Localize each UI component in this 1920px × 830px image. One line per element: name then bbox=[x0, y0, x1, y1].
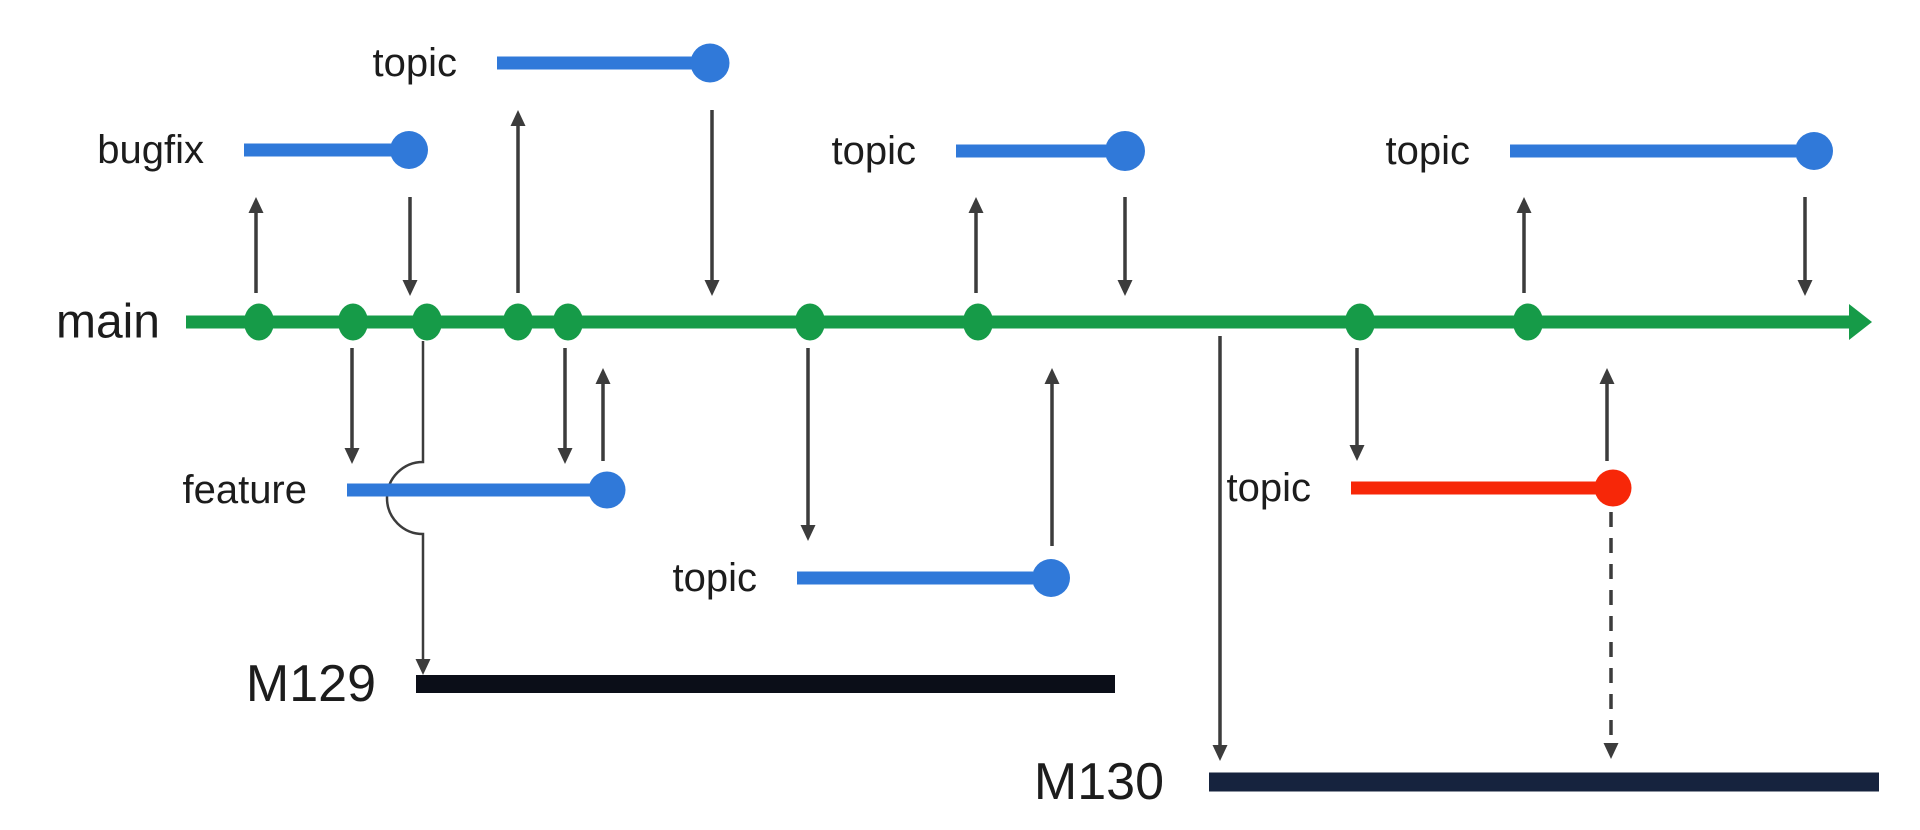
branch-line-bugfix bbox=[244, 143, 392, 157]
flow-arrow-merge-bugfix bbox=[402, 197, 418, 296]
commit-dot-1 bbox=[244, 303, 274, 341]
arrow-down-head bbox=[1212, 745, 1228, 761]
branch-head-commit-bugfix bbox=[390, 131, 428, 169]
branch-line-feature bbox=[347, 483, 590, 497]
flow-arrow-port-topic-5-m130 bbox=[1603, 512, 1619, 759]
arrow-down-head bbox=[1117, 280, 1133, 296]
commit-dot-5 bbox=[553, 303, 583, 341]
branch-line-topic-4 bbox=[797, 571, 1033, 585]
arrow-up-head bbox=[510, 110, 526, 126]
branch-label-topic-2: topic bbox=[832, 129, 917, 173]
flow-arrow-merge-topic-5 bbox=[1599, 368, 1615, 461]
branch-topic-2: topic bbox=[832, 129, 1145, 173]
arrow-down-head bbox=[800, 525, 816, 541]
branch-label-feature: feature bbox=[182, 468, 307, 512]
flow-arrow-branch-out-feature bbox=[344, 348, 360, 464]
branch-head-commit-topic-1 bbox=[690, 43, 730, 83]
branch-line-topic-1 bbox=[497, 56, 692, 70]
commit-dot-6 bbox=[795, 303, 825, 341]
arrow-down-head bbox=[704, 280, 720, 296]
branch-topic-4: topic bbox=[673, 556, 1070, 600]
branch-label-topic-1: topic bbox=[373, 41, 458, 85]
arrow-down-head bbox=[1349, 445, 1365, 461]
branch-topic-1: topic bbox=[373, 41, 730, 85]
branch-head-commit-topic-4 bbox=[1032, 559, 1070, 597]
branch-topic-3: topic bbox=[1386, 129, 1833, 173]
milestone-m130: M130 bbox=[1034, 753, 1879, 811]
branch-label-topic-4: topic bbox=[673, 556, 758, 600]
main-branch-line bbox=[186, 315, 1853, 329]
flow-arrow-branch-out-topic-5 bbox=[1349, 348, 1365, 461]
flow-arrow-branch-out-topic-3 bbox=[1516, 197, 1532, 293]
branch-head-commit-topic-2 bbox=[1105, 131, 1145, 171]
arrow-up-head bbox=[595, 368, 611, 384]
arrow-up-head bbox=[968, 197, 984, 213]
arrow-down-head bbox=[1797, 280, 1813, 296]
commit-dot-3 bbox=[412, 303, 442, 341]
branch-label-bugfix: bugfix bbox=[97, 128, 204, 172]
arrow-up-head bbox=[248, 197, 264, 213]
flow-arrow-release-m130 bbox=[1212, 336, 1228, 761]
arrow-down-head bbox=[557, 448, 573, 464]
arrow-down-head bbox=[344, 448, 360, 464]
flow-arrow-merge-feature bbox=[595, 368, 611, 461]
arrow-down-head bbox=[402, 280, 418, 296]
branch-label-topic-3: topic bbox=[1386, 129, 1471, 173]
branch-line-topic-2 bbox=[956, 144, 1106, 158]
branch-head-commit-topic-3 bbox=[1795, 132, 1833, 170]
flow-arrow-release-m129 bbox=[385, 341, 431, 675]
branch-feature: feature bbox=[182, 468, 626, 512]
commit-dot-2 bbox=[338, 303, 368, 341]
milestone-m129: M129 bbox=[246, 655, 1115, 713]
main-branch-label: main bbox=[56, 296, 160, 349]
branch-line-topic-3 bbox=[1510, 144, 1796, 158]
flow-arrow-branch-out-topic-1 bbox=[510, 110, 526, 293]
milestone-label-m130: M130 bbox=[1034, 753, 1164, 811]
flow-arrow-branch-out-topic-2 bbox=[968, 197, 984, 293]
commit-dot-7 bbox=[963, 303, 993, 341]
branch-head-commit-topic-5 bbox=[1594, 469, 1632, 507]
flow-arrow-merge-topic-4 bbox=[1044, 368, 1060, 546]
branch-head-commit-feature bbox=[588, 471, 626, 509]
branch-topic-5: topic bbox=[1227, 466, 1632, 510]
flow-arrow-merge-topic-3 bbox=[1797, 197, 1813, 296]
branch-bugfix: bugfix bbox=[97, 128, 428, 172]
branch-line-topic-5 bbox=[1351, 481, 1596, 495]
milestone-label-m129: M129 bbox=[246, 655, 376, 713]
milestone-bar-m129 bbox=[416, 675, 1115, 693]
flow-arrow-merge-topic-2 bbox=[1117, 197, 1133, 296]
flow-arrow-update-feature bbox=[557, 348, 573, 464]
arrow-shaft-with-hop bbox=[385, 341, 425, 659]
branch-label-topic-5: topic bbox=[1227, 466, 1312, 510]
arrow-down-head bbox=[415, 659, 431, 675]
arrow-down-head bbox=[1603, 743, 1619, 759]
commit-dot-4 bbox=[503, 303, 533, 341]
flow-arrow-merge-topic-1 bbox=[704, 110, 720, 296]
flow-arrow-branch-out-topic-4 bbox=[800, 348, 816, 541]
flow-arrow-branch-out-bugfix bbox=[248, 197, 264, 293]
commit-dot-9 bbox=[1513, 303, 1543, 341]
milestone-bar-m130 bbox=[1209, 772, 1879, 792]
arrow-up-head bbox=[1044, 368, 1060, 384]
commit-dot-8 bbox=[1345, 303, 1375, 341]
arrow-up-head bbox=[1599, 368, 1615, 384]
arrow-up-head bbox=[1516, 197, 1532, 213]
main-branch-arrowhead bbox=[1849, 304, 1872, 340]
main-branch: main bbox=[56, 296, 1872, 349]
